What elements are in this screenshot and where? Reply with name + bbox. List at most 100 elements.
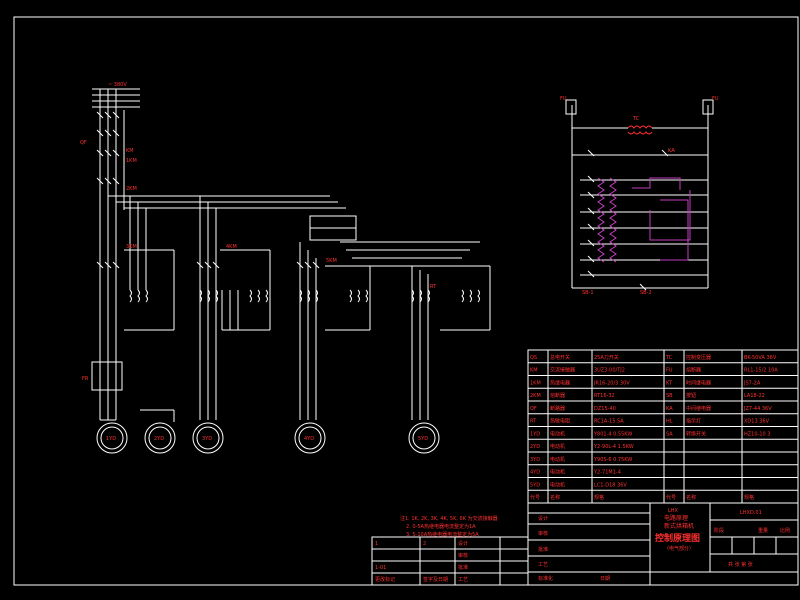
note-line: 注1. 1K, 2K, 3K, 4K, 5K, 6K 为交流接触器: [400, 515, 498, 522]
revision-cell: 工艺: [458, 577, 468, 583]
control-label: SB-1: [582, 290, 594, 296]
bom-cell: LC1-D18 36V: [594, 482, 627, 488]
motor-label: 1YD: [106, 436, 116, 442]
power-circuit: [91, 88, 491, 422]
bom-cell: 时间继电器: [686, 379, 711, 386]
circuit-label: 1KM: [126, 158, 137, 164]
bom-cell: KA: [666, 406, 673, 412]
control-circuit: [565, 99, 714, 289]
circuit-label: QF: [80, 140, 87, 146]
bom-cell: 交流接触器: [550, 367, 575, 374]
revision-cell: 批准: [458, 564, 468, 571]
transformer: [627, 125, 653, 135]
bom-cell: JR16-20/3 30V: [593, 380, 630, 386]
revision-cell: 审核: [458, 552, 468, 559]
circuit-label: FR: [82, 376, 89, 382]
supply-voltage-label: ~ 380V: [108, 82, 127, 88]
bom-cell: 中间继电器: [686, 405, 711, 412]
main-title: 控制原理图: [655, 532, 700, 544]
bom-cell: RT: [530, 419, 537, 425]
control-label: FU: [560, 96, 567, 102]
scale-label: 比例: [780, 527, 790, 534]
note-line: 3. 5-10A热继电器电流整定为5A: [406, 531, 479, 538]
bom-cell: 名称: [686, 494, 696, 501]
bom-cell: 电动机: [550, 481, 565, 488]
revision-table: [371, 536, 529, 586]
title-line-2: 新式烘箱机: [664, 522, 694, 530]
circuit-label: RT: [430, 284, 437, 290]
motor-3: [192, 422, 224, 454]
bom-cell: 1YD: [530, 431, 540, 437]
contact-marks: [96, 111, 320, 269]
bom-cell: 指示灯: [686, 418, 701, 425]
revision-cell: 设计: [458, 540, 468, 547]
bom-cell: 电动机: [550, 469, 565, 476]
revision-cell: 更改标记: [375, 576, 395, 583]
motor-2: [144, 422, 176, 454]
bom-cell: 5YD: [530, 482, 540, 488]
process-label: 工艺: [538, 562, 548, 568]
bom-cell: 4YD: [530, 470, 540, 476]
notes: 注1. 1K, 2K, 3K, 4K, 5K, 6K 为交流接触器 2. 0-5…: [400, 515, 498, 538]
bom-cell: SB: [666, 393, 673, 399]
bom-cell: RL1-15/2 10A: [744, 368, 778, 374]
bom-cell: 电动机: [550, 456, 565, 463]
motor-label: 5YD: [418, 436, 428, 442]
revision-cell: 2: [423, 541, 426, 547]
bom-cell: KT: [666, 380, 673, 386]
bom-cell: HZ10-10 3: [744, 431, 770, 437]
circuit-label: KM: [126, 148, 134, 154]
bom-cell: 25A刀开关: [594, 354, 619, 361]
title-line-1: 电路原理: [664, 514, 688, 522]
bom-cell: RC1A-15 5A: [594, 419, 624, 425]
motor-1: [96, 422, 128, 454]
approve-label: 批准: [538, 546, 548, 553]
bom-cell: 断路器: [550, 405, 565, 412]
bom-cell: 热继电器: [550, 379, 570, 386]
motor-label: 3YD: [202, 436, 212, 442]
bom-cell: 转换开关: [686, 430, 706, 437]
drawing-frame: [13, 16, 799, 586]
bom-cell: DZ15-40: [594, 406, 616, 412]
bom-cell: Y2-71M1-4: [593, 470, 621, 476]
bom-cell: SA: [666, 431, 673, 437]
coil-marks: [99, 289, 480, 304]
standard-label: 标准化: [538, 575, 553, 582]
design-label: 设计: [538, 515, 548, 522]
revision-cell: 1: [375, 541, 378, 547]
motor-label: 2YD: [154, 436, 164, 442]
bom-cell: JZ7-44 36V: [743, 406, 772, 412]
title-block: [527, 502, 799, 586]
sub-title: （电气部分）: [664, 545, 694, 552]
bom-cell: 2KM: [530, 393, 541, 399]
bom-cell: 2YD: [530, 444, 540, 450]
bom-cell: 按钮: [686, 392, 696, 399]
bom-cell: JS7-2A: [743, 380, 761, 386]
bom-cell: QS: [530, 355, 537, 361]
bom-cell: XD13 36V: [744, 419, 770, 425]
bom-cell: KM: [530, 368, 538, 374]
stage-label: 阶段: [714, 527, 724, 534]
bom-cell: TC: [665, 355, 673, 361]
bom-cell: 名称: [550, 494, 560, 501]
circuit-label: 2KM: [126, 186, 137, 192]
bom-cell: 熔断器: [686, 367, 701, 374]
bom-cell: 热敏电阻: [550, 418, 570, 425]
bom-cell: 电动机: [550, 443, 565, 450]
bom-cell: 熔断器: [550, 392, 565, 399]
revision-cell: 1-01: [375, 565, 386, 571]
bom-cell: 规格: [744, 494, 754, 501]
bom-cell: FU: [666, 368, 673, 374]
bom-cell: 规格: [594, 494, 604, 501]
note-line: 2. 0-5A热继电器电流整定为1A: [406, 523, 476, 530]
bom-cell: 3YD: [530, 457, 540, 463]
motor-5: [408, 422, 440, 454]
bom-cell: BK-50VA 36V: [744, 355, 777, 361]
sheet-label: 共 张 第 张: [728, 561, 753, 568]
bom-cell: Y801-4 0.55KW: [593, 431, 632, 437]
control-contacts: [587, 149, 669, 291]
bom-cell: 电动机: [550, 430, 565, 437]
circuit-label: 4KM: [226, 244, 237, 250]
